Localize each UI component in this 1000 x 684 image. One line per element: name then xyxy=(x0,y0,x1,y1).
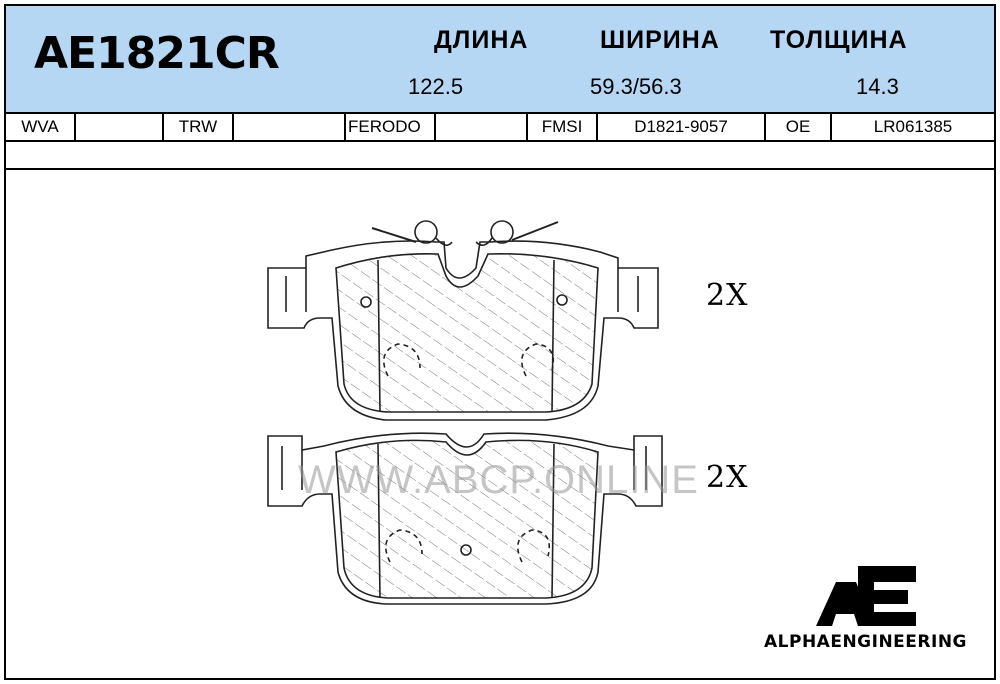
xref-trw-value xyxy=(234,114,346,140)
spec-sheet: AE1821CR ДЛИНА ШИРИНА ТОЛЩИНА 122.5 59.3… xyxy=(4,4,996,680)
xref-oe-label: OE xyxy=(766,114,832,140)
part-number: AE1821CR xyxy=(34,28,280,79)
width-value: 59.3/56.3 xyxy=(590,74,682,99)
length-value: 122.5 xyxy=(408,74,464,99)
brand-name: ALPHAENGINEERING xyxy=(764,632,968,652)
xref-ferodo-label: FERODO xyxy=(346,114,436,140)
bottom-brake-pad xyxy=(267,432,663,605)
ae-logo-icon xyxy=(816,566,916,626)
thickness-label: ТОЛЩИНА xyxy=(770,26,908,54)
xref-fmsi-value: D1821-9057 xyxy=(598,114,766,140)
thickness-value: 14.3 xyxy=(856,74,899,99)
header-band: AE1821CR ДЛИНА ШИРИНА ТОЛЩИНА 122.5 59.3… xyxy=(6,6,994,114)
xref-oe-value: LR061385 xyxy=(873,117,953,136)
xref-wva-value xyxy=(76,114,164,140)
top-pad-count: 2X xyxy=(706,278,749,313)
top-brake-pad xyxy=(267,220,659,421)
brake-pad-drawing xyxy=(267,220,916,626)
cross-reference-row: WVA TRW FERODO FMSI D1821-9057 OE LR0613… xyxy=(6,114,994,142)
xref-trw-label: TRW xyxy=(164,114,234,140)
xref-wva-label: WVA xyxy=(6,114,76,140)
blank-row xyxy=(6,142,994,170)
xref-ferodo-value xyxy=(436,114,528,140)
width-label: ШИРИНА xyxy=(600,26,720,54)
bottom-pad-count: 2X xyxy=(706,460,749,495)
length-label: ДЛИНА xyxy=(434,26,529,54)
xref-fmsi-label: FMSI xyxy=(528,114,598,140)
watermark: WWW.ABCP.ONLINE xyxy=(298,458,699,502)
